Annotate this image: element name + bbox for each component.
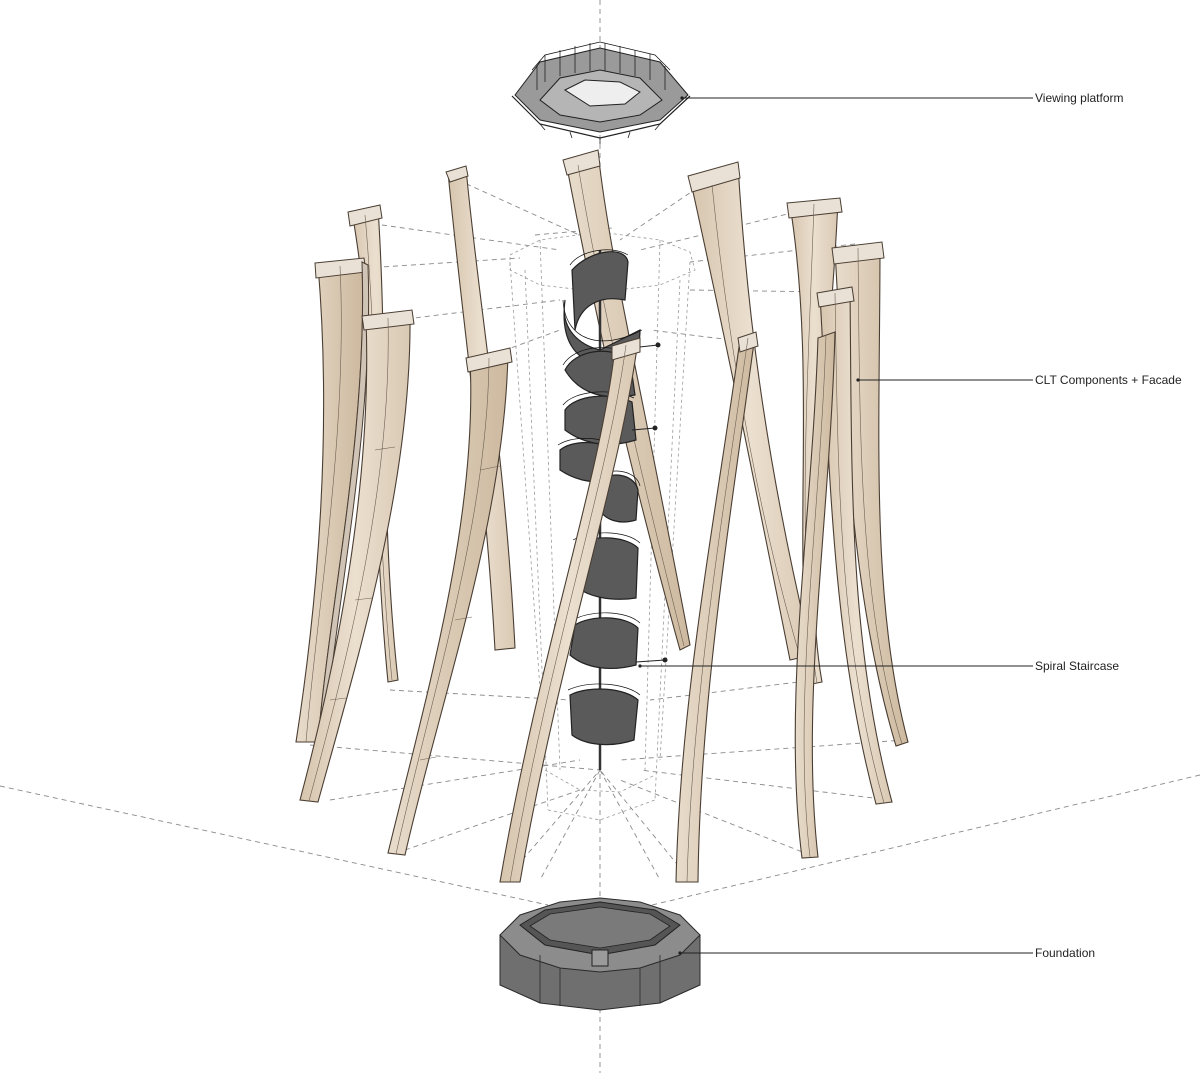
lower-connection-lines [309, 679, 906, 881]
clt-panel [675, 331, 759, 883]
clt-panel [794, 331, 836, 859]
leader-lines [638, 96, 1033, 955]
label-viewing-platform: Viewing platform [1035, 91, 1124, 105]
ground-perspective-line-left [0, 785, 549, 906]
clt-panels-front [295, 197, 909, 883]
foundation-anchor-block [591, 949, 609, 967]
ground-perspective-line-right [651, 774, 1200, 906]
component-labels: Viewing platform CLT Components + Facade… [1035, 91, 1182, 960]
clt-panel [831, 241, 909, 747]
foundation-segment-lines [539, 955, 661, 1006]
label-foundation: Foundation [1035, 946, 1095, 960]
clt-panel [387, 347, 513, 856]
clt-panel [499, 337, 641, 883]
platform-railing [531, 41, 671, 90]
clt-panel [299, 309, 415, 803]
foundation [499, 897, 701, 1011]
viewing-platform [511, 41, 691, 144]
label-spiral-staircase: Spiral Staircase [1035, 659, 1119, 673]
label-clt-components: CLT Components + Facade [1035, 373, 1182, 387]
clt-panel [816, 286, 893, 805]
